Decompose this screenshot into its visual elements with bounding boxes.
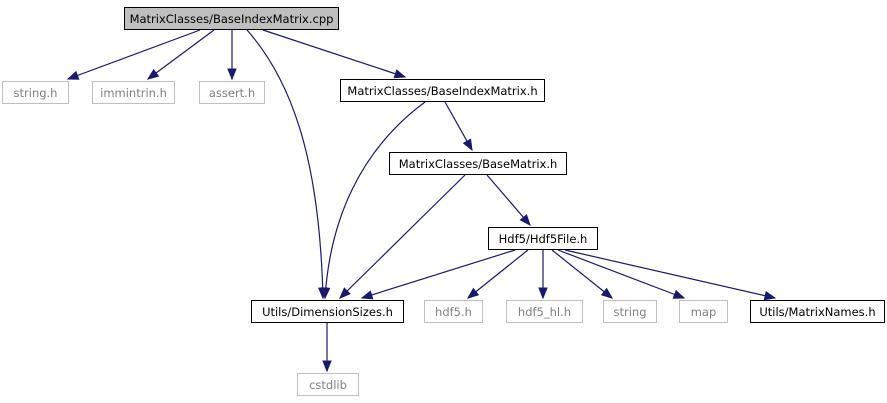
- edge-line: [486, 174, 531, 226]
- arrowhead-icon: [320, 287, 331, 300]
- edge-line: [361, 249, 516, 299]
- arrowhead-icon: [538, 287, 548, 300]
- node-hdf5-hl-h: hdf5_hl.h: [506, 300, 583, 323]
- arrowhead-icon: [146, 68, 160, 80]
- edge-line: [467, 249, 529, 299]
- node-box: [750, 300, 885, 323]
- node-map: map: [679, 300, 728, 323]
- arrowhead-icon: [339, 287, 351, 299]
- edge-base_index_matrix_h-to-base_matrix_h: [444, 101, 473, 152]
- edge-base_matrix_h-to-hdf5file_h: [486, 174, 531, 227]
- edge-hdf5file_h-to-dimension_sizes_h: [360, 249, 516, 300]
- edge-root-to-dimension_sizes_h: [246, 29, 328, 300]
- edge-line: [246, 29, 324, 299]
- node-immintrin-h: immintrin.h: [92, 81, 175, 104]
- node-root: MatrixClasses/BaseIndexMatrix.cpp: [124, 7, 339, 30]
- node-label: assert.h: [209, 86, 255, 100]
- node-label: Utils/MatrixNames.h: [759, 305, 875, 319]
- edge-hdf5file_h-to-string: [551, 249, 614, 299]
- edge-line: [564, 249, 776, 299]
- edge-base_index_matrix_h-to-dimension_sizes_h: [320, 101, 426, 300]
- node-box: [389, 152, 567, 175]
- edge-dimension_sizes_h-to-cstdlib: [322, 323, 332, 373]
- node-label: Hdf5/Hdf5File.h: [499, 232, 588, 246]
- arrowhead-icon: [66, 70, 80, 80]
- node-dimension-sizes-h[interactable]: Utils/DimensionSizes.h: [251, 300, 404, 323]
- arrowhead-icon: [360, 290, 374, 300]
- node-label: MatrixClasses/BaseIndexMatrix.cpp: [130, 12, 334, 26]
- nodes-layer: MatrixClasses/BaseIndexMatrix.cpp string.…: [2, 7, 885, 396]
- edge-hdf5file_h-to-hdf5_h: [466, 249, 529, 299]
- node-box: [424, 300, 483, 323]
- node-box: [603, 300, 657, 323]
- node-box: [251, 300, 404, 323]
- edge-root-to-base_index_matrix_h: [262, 29, 407, 79]
- node-label: MatrixClasses/BaseIndexMatrix.h: [347, 84, 537, 98]
- arrowhead-icon: [322, 360, 332, 373]
- node-box: [506, 300, 583, 323]
- arrowhead-icon: [466, 287, 480, 299]
- edge-line: [557, 249, 685, 299]
- node-label: map: [691, 305, 717, 319]
- node-box: [340, 79, 545, 102]
- node-assert-h: assert.h: [199, 81, 265, 104]
- arrowhead-icon: [462, 138, 473, 152]
- arrowhead-icon: [763, 291, 777, 301]
- node-label: string: [613, 305, 646, 319]
- node-box: [2, 81, 69, 104]
- edge-line: [339, 174, 466, 299]
- arrowhead-icon: [600, 287, 614, 299]
- node-box: [488, 227, 598, 250]
- edge-line: [262, 29, 406, 78]
- edge-root-to-immintrin_h: [146, 29, 215, 80]
- node-string: string: [603, 300, 657, 323]
- edge-base_matrix_h-to-dimension_sizes_h: [339, 174, 466, 299]
- node-string-h: string.h: [2, 81, 69, 104]
- edges-layer: [66, 29, 777, 373]
- node-box: [92, 81, 175, 104]
- arrowhead-icon: [519, 213, 531, 227]
- node-label: hdf5_hl.h: [518, 305, 571, 319]
- node-base-matrix-h[interactable]: MatrixClasses/BaseMatrix.h: [389, 152, 567, 175]
- node-label: hdf5.h: [435, 305, 472, 319]
- node-base-index-matrix-h[interactable]: MatrixClasses/BaseIndexMatrix.h: [340, 79, 545, 102]
- node-label: Utils/DimensionSizes.h: [262, 305, 393, 319]
- node-hdf5file-h[interactable]: Hdf5/Hdf5File.h: [488, 227, 598, 250]
- edge-line: [147, 29, 215, 80]
- node-box: [124, 7, 339, 30]
- node-box: [679, 300, 728, 323]
- arrowhead-icon: [393, 69, 407, 79]
- edge-hdf5file_h-to-matrix_names_h: [564, 249, 777, 301]
- edge-line: [551, 249, 613, 299]
- node-label: immintrin.h: [100, 86, 167, 100]
- node-cstdlib: cstdlib: [297, 373, 359, 396]
- edge-root-to-string_h: [66, 29, 201, 80]
- edge-hdf5file_h-to-map: [557, 249, 686, 299]
- arrowhead-icon: [672, 289, 686, 299]
- node-label: string.h: [14, 86, 58, 100]
- node-label: cstdlib: [309, 378, 347, 392]
- node-box: [199, 81, 265, 104]
- node-hdf5-h: hdf5.h: [424, 300, 483, 323]
- edge-line: [67, 29, 201, 80]
- edge-line: [324, 101, 426, 299]
- arrowhead-icon: [227, 68, 237, 81]
- edge-hdf5file_h-to-hdf5_hl_h: [538, 250, 548, 300]
- node-box: [297, 373, 359, 396]
- node-matrix-names-h[interactable]: Utils/MatrixNames.h: [750, 300, 885, 323]
- node-label: MatrixClasses/BaseMatrix.h: [399, 157, 558, 171]
- edge-root-to-assert_h: [227, 30, 237, 81]
